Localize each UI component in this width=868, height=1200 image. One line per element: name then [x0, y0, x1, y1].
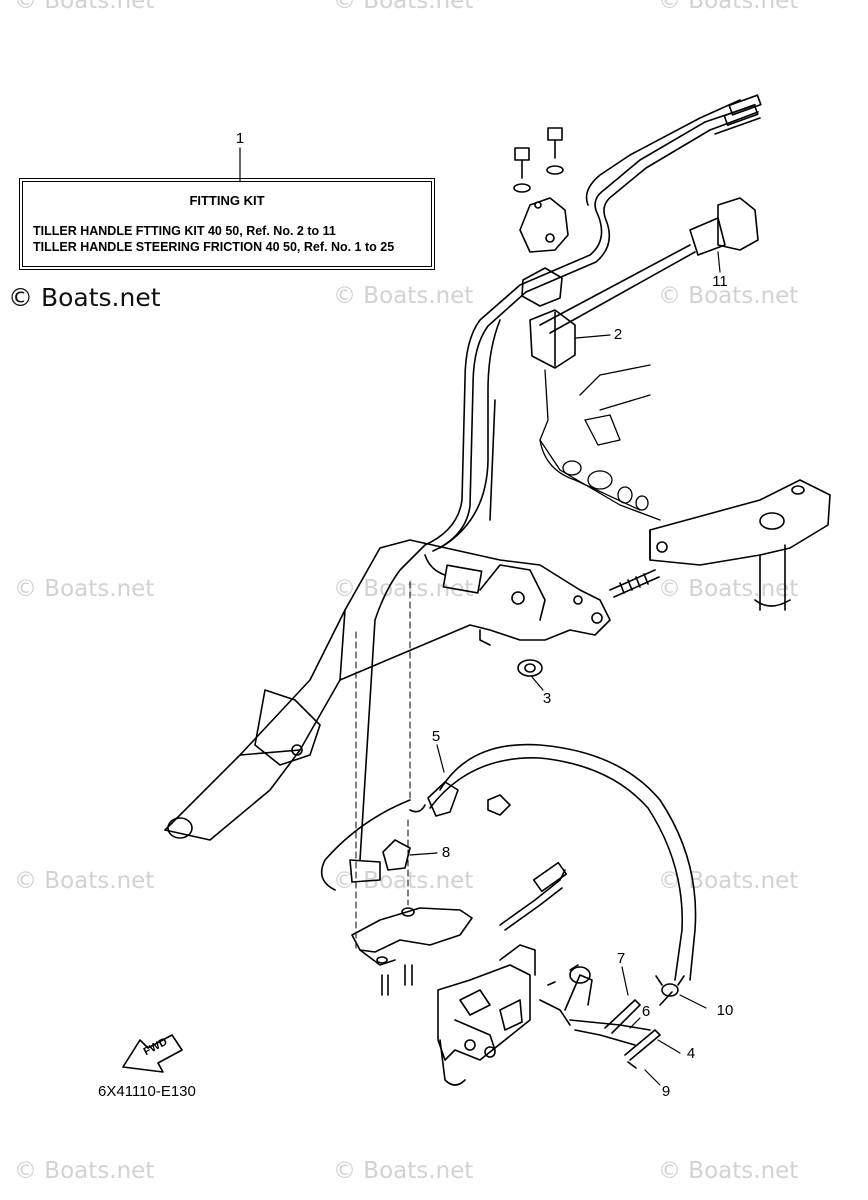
link-rods — [604, 991, 673, 1069]
clamp-8 — [349, 839, 411, 883]
leader-line-9 — [644, 1069, 661, 1086]
watermark: © Boats.net — [658, 1158, 799, 1184]
callout-11: 11 — [712, 273, 728, 290]
clip-5 — [409, 781, 511, 817]
leader-line-10 — [679, 994, 707, 1009]
leader-line-5 — [436, 744, 445, 773]
callout-7: 7 — [616, 950, 626, 967]
callout-6: 6 — [641, 1003, 651, 1020]
watermark: © Boats.net — [333, 0, 474, 14]
fitting-kit-note: FITTING KIT TILLER HANDLE FTTING KIT 40 … — [19, 178, 435, 270]
friction-nut — [517, 659, 543, 677]
callout-8: 8 — [441, 844, 451, 861]
leader-line-3 — [531, 676, 544, 691]
callout-5: 5 — [431, 728, 441, 745]
watermark: © Boats.net — [658, 0, 799, 14]
steering-bracket — [649, 479, 831, 611]
leader-line-2 — [575, 334, 611, 339]
tiller-handle — [164, 539, 611, 841]
watermark: © Boats.net — [333, 1158, 474, 1184]
callout-4: 4 — [686, 1045, 696, 1062]
fitting-kit-title: FITTING KIT — [189, 193, 265, 208]
watermark: © Boats.net — [14, 0, 155, 14]
fitting-kit-line-2: TILLER HANDLE STEERING FRICTION 40 50, R… — [33, 240, 395, 254]
callout-1: 1 — [235, 130, 245, 147]
lever-assembly — [437, 861, 651, 1086]
mount-plate — [351, 907, 473, 996]
fwd-arrow-icon — [122, 1034, 183, 1073]
callout-2: 2 — [613, 326, 623, 343]
fitting-kit-line-1: TILLER HANDLE FTTING KIT 40 50, Ref. No.… — [33, 224, 336, 238]
cable-clamp-upper — [521, 267, 563, 307]
bottom-cowling — [539, 364, 661, 521]
leader-line-4 — [657, 1039, 681, 1054]
callout-10: 10 — [716, 1002, 734, 1019]
watermark: © Boats.net — [14, 1158, 155, 1184]
steering-bolt — [609, 569, 660, 598]
watermark: © Boats.net — [14, 576, 155, 602]
wing-nut — [655, 975, 685, 997]
watermark: © Boats.net — [658, 283, 799, 309]
callout-3: 3 — [542, 690, 552, 707]
cable-bracket — [513, 127, 569, 253]
watermark-dark: © Boats.net — [8, 283, 161, 312]
leader-line-11 — [717, 251, 721, 273]
watermark: © Boats.net — [658, 576, 799, 602]
wiring-connector — [539, 197, 759, 334]
grommet-2 — [529, 309, 576, 369]
diagram-code: 6X41110-E130 — [98, 1083, 196, 1100]
leader-line-6 — [629, 1017, 641, 1029]
callout-9: 9 — [661, 1083, 671, 1100]
leader-line-8 — [409, 852, 438, 856]
bolt-guide-lines — [355, 581, 411, 951]
watermark: © Boats.net — [14, 868, 155, 894]
control-cables — [359, 94, 762, 861]
watermark: © Boats.net — [658, 868, 799, 894]
watermark: © Boats.net — [333, 283, 474, 309]
leader-line-7 — [621, 966, 629, 996]
tiller-wiring-plug — [424, 554, 483, 594]
friction-cable — [320, 743, 697, 981]
